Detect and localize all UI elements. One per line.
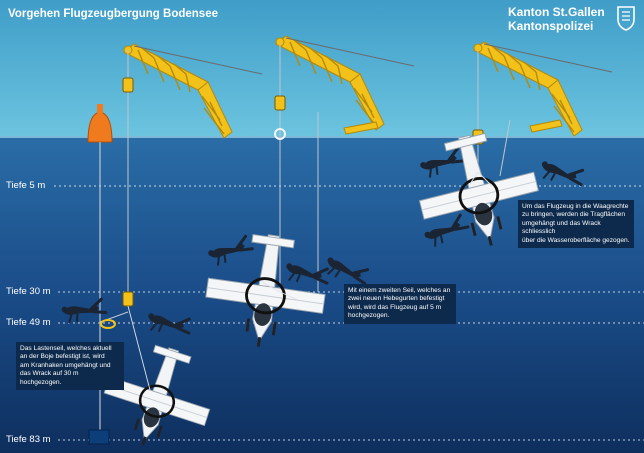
- note-step-3-line: Um das Flugzeug in die Waagrechte: [522, 203, 629, 210]
- shackle: [100, 319, 116, 329]
- note-step-1: Das Lastenseil, welches aktuell an der B…: [16, 342, 124, 391]
- depth-label-30m: Tiefe 30 m: [6, 286, 51, 297]
- note-step-2-line: wird, wird das Flugzeug auf 5 m: [348, 303, 442, 311]
- depth-label-83m: Tiefe 83 m: [6, 434, 51, 445]
- note-step-1-line: Das Lastenseil, welches aktuell: [20, 345, 112, 352]
- note-step-1-line: das Wrack auf 30 m hochgezogen.: [20, 370, 79, 386]
- note-step-3-line: zu bringen, werden die Tragflächen: [522, 211, 626, 219]
- note-step-3-line: über die Wasseroberfläche gezogen.: [522, 236, 630, 244]
- barges: [343, 119, 563, 135]
- note-step-3-line: umgehängt und das Wrack schliesslich: [522, 219, 601, 236]
- depth-label-5m: Tiefe 5 m: [6, 180, 46, 191]
- police-shield-icon: [617, 6, 635, 31]
- note-step-2: Mit einem zweiten Seil, welches an zwei …: [344, 284, 456, 324]
- note-step-1-line: am Kranhaken umgehängt und: [20, 361, 111, 369]
- page-title: Vorgehen Flugzeugbergung Bodensee: [8, 8, 218, 20]
- rigging: [127, 171, 493, 391]
- note-step-3: Um das Flugzeug in die Waagrechte zu bri…: [518, 200, 634, 249]
- note-step-2-line: hochgezogen.: [348, 312, 390, 320]
- brand-line-1: Kanton St.Gallen: [508, 5, 605, 19]
- note-step-2-line: Mit einem zweiten Seil, welches an: [348, 287, 451, 294]
- brand-line-2: Kantonspolizei: [508, 19, 594, 33]
- depth-lines: [54, 185, 644, 441]
- depth-label-49m: Tiefe 49 m: [6, 317, 51, 328]
- note-step-2-line: zwei neuen Hebegurten befestigt: [348, 295, 445, 303]
- note-step-1-line: an der Boje befestigt ist, wird: [20, 353, 105, 361]
